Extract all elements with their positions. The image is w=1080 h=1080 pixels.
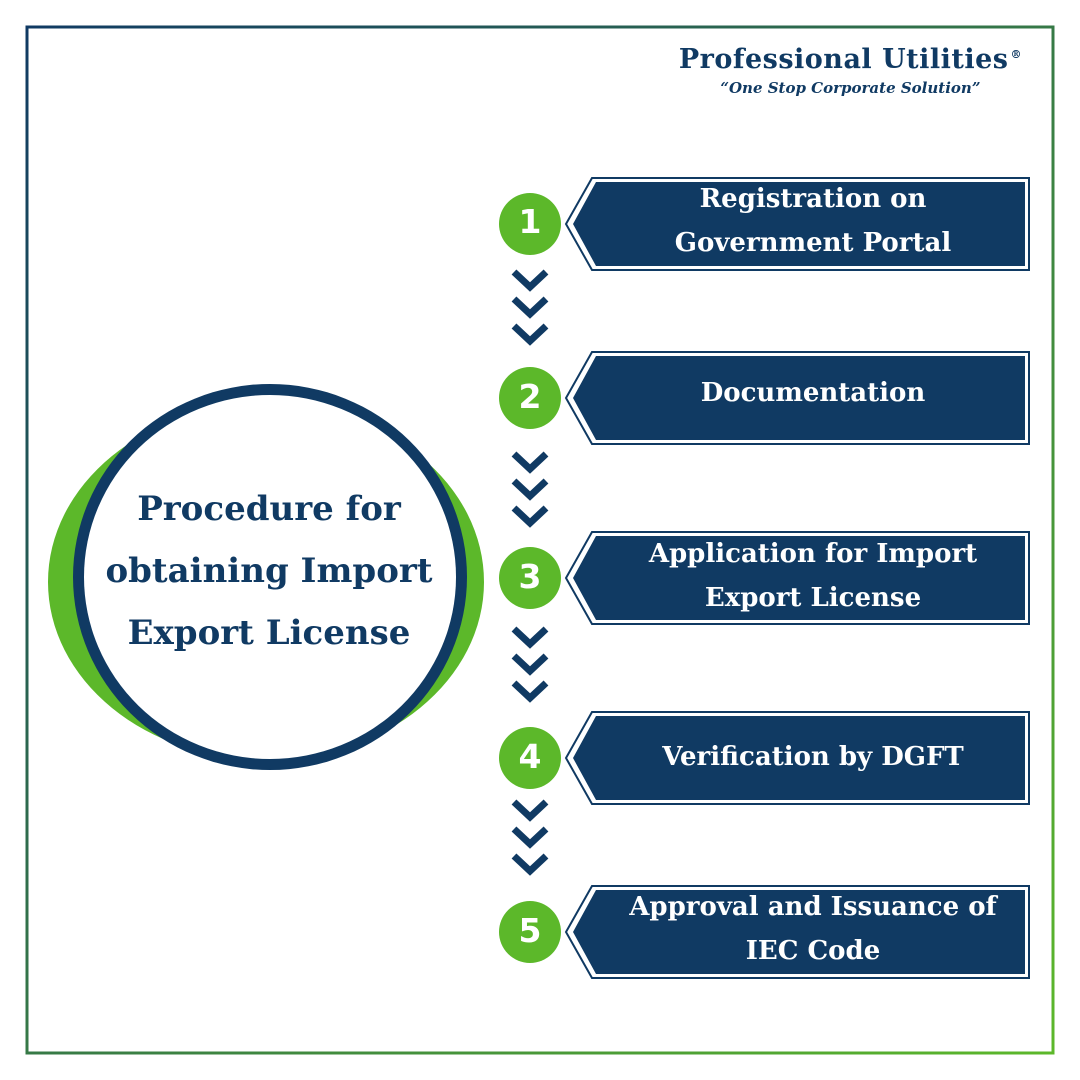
brand-logo: Professional Utilities® “One Stop Corpor… xyxy=(679,44,1022,97)
step-banner xyxy=(573,890,1025,974)
chevron-down-icon xyxy=(511,478,549,501)
step-4 xyxy=(496,711,1030,805)
step-banner xyxy=(573,716,1025,800)
step-2 xyxy=(496,351,1030,445)
step-5-number: 5 xyxy=(518,911,542,950)
brand-name: Professional Utilities® xyxy=(678,44,1022,75)
step-2-number: 2 xyxy=(518,377,542,416)
chevron-down-icon xyxy=(511,323,549,346)
step-2-label: Documentation xyxy=(700,378,926,408)
chevron-down-icon xyxy=(511,451,549,474)
step-number-circle xyxy=(499,727,561,789)
step-banner xyxy=(573,356,1025,440)
triple-chevron-down-icon xyxy=(511,451,549,528)
step-number-circle xyxy=(499,367,561,429)
chevron-down-icon xyxy=(511,653,549,676)
step-banner xyxy=(573,536,1025,620)
step-1-number: 1 xyxy=(518,202,542,241)
title-line: Procedure for xyxy=(137,489,401,529)
step-1 xyxy=(496,177,1030,271)
triple-chevron-down-icon xyxy=(511,799,549,876)
step-number-circle xyxy=(499,193,561,255)
step-5 xyxy=(496,885,1030,979)
step-4-number: 4 xyxy=(518,737,542,776)
step-number-circle xyxy=(499,547,561,609)
chevron-down-icon xyxy=(511,269,549,292)
triple-chevron-down-icon xyxy=(511,626,549,703)
chevron-down-icon xyxy=(511,799,549,822)
step-banner xyxy=(573,182,1025,266)
outer-frame xyxy=(25,25,1055,1055)
chevron-down-icon xyxy=(511,680,549,703)
step-number-circle xyxy=(499,901,561,963)
chevron-down-icon xyxy=(511,296,549,319)
triple-chevron-down-icon xyxy=(511,269,549,346)
step-4-label: Verification by DGFT xyxy=(662,742,964,772)
chevron-down-icon xyxy=(511,826,549,849)
chevron-down-icon xyxy=(511,853,549,876)
chevron-down-icon xyxy=(511,505,549,528)
title-line: obtaining Import xyxy=(105,551,433,591)
brand-tagline: “One Stop Corporate Solution” xyxy=(720,79,981,97)
title-line: Export License xyxy=(127,613,411,653)
step-3 xyxy=(496,531,1030,625)
chevron-down-icon xyxy=(511,626,549,649)
title-circle xyxy=(84,395,456,759)
step-3-number: 3 xyxy=(518,557,542,596)
diagram-title: Procedure for obtaining Import Export Li… xyxy=(82,478,456,664)
